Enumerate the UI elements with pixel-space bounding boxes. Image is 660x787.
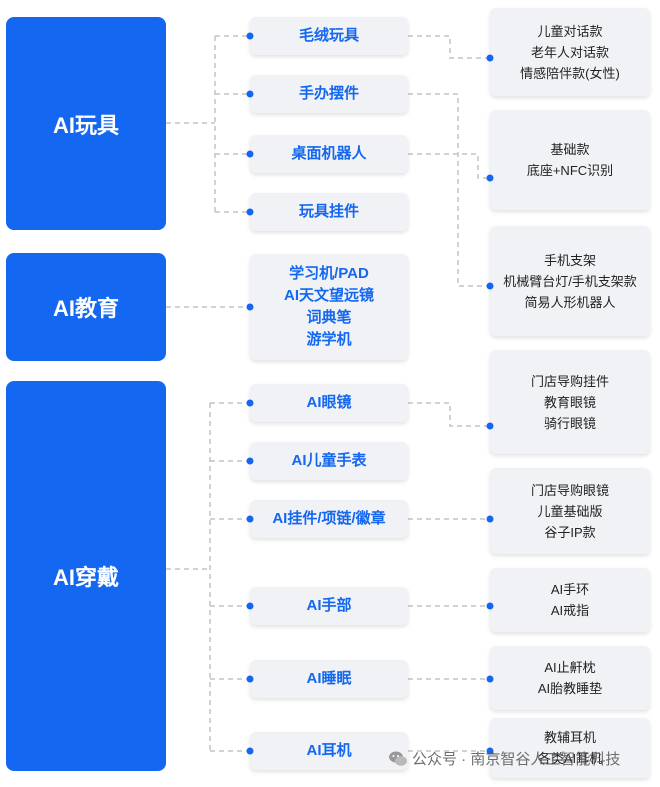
product-label: 手办摆件	[298, 85, 359, 102]
variant-ai-earphones: 教辅耳机 各类AI耳机	[490, 718, 650, 778]
variant-label: 机械臂台灯/手机支架款	[503, 273, 637, 289]
connector-dot	[246, 747, 254, 755]
variant-label: AI手环	[550, 582, 590, 597]
category-ai-education: AI教育	[6, 253, 166, 361]
variant-label: 老年人对话款	[530, 44, 609, 60]
variant-label: 情感陪伴款(女性)	[520, 65, 620, 81]
connector-dot	[246, 457, 254, 465]
product-label: 桌面机器人	[291, 145, 367, 162]
product-label: 玩具挂件	[298, 203, 359, 220]
product-education-devices: 学习机/PAD AI天文望远镜 词典笔 游学机	[250, 254, 408, 360]
connector-dot	[486, 515, 494, 523]
connector-dot	[486, 54, 494, 62]
variant-ai-sleep: AI止鼾枕 AI胎教睡垫	[490, 646, 650, 710]
variant-label: 各类AI耳机	[537, 751, 603, 766]
product-figurines: 手办摆件	[250, 75, 408, 113]
variant-label: 儿童基础版	[537, 503, 603, 519]
product-ai-hand: AI手部	[250, 587, 408, 625]
category-label: AI穿戴	[52, 565, 119, 590]
variant-label: 教辅耳机	[543, 730, 596, 745]
variant-label: AI胎教睡垫	[537, 681, 603, 696]
product-label: AI睡眠	[306, 670, 352, 687]
variant-ai-hand: AI手环 AI戒指	[490, 568, 650, 632]
watermark: 公众号 · 南京智谷人工智能科技	[388, 748, 620, 769]
variant-label: 简易人形机器人	[524, 294, 616, 310]
connector-dot	[486, 174, 494, 182]
product-label: AI挂件/项链/徽章	[272, 510, 386, 527]
variant-label: 骑行眼镜	[543, 415, 596, 431]
variant-label: 儿童对话款	[537, 23, 603, 39]
variant-pendant: 门店导购眼镜 儿童基础版 谷子IP款	[490, 468, 650, 554]
connector-dot	[246, 303, 254, 311]
connector-dot	[486, 422, 494, 430]
watermark-text: 公众号 · 南京智谷人工智能科技	[412, 751, 621, 768]
variant-label: 门店导购挂件	[530, 373, 609, 389]
product-label: AI儿童手表	[291, 452, 367, 469]
connector-dot	[246, 150, 254, 158]
product-label: AI耳机	[306, 742, 352, 759]
product-label: 游学机	[306, 331, 352, 348]
category-ai-wearables: AI穿戴	[6, 381, 166, 771]
variant-figurine: 基础款 底座+NFC识别	[490, 110, 650, 210]
product-label: 词典笔	[306, 309, 352, 326]
variant-plush: 儿童对话款 老年人对话款 情感陪伴款(女性)	[490, 8, 650, 96]
wechat-icon	[389, 751, 407, 766]
category-ai-toys: AI玩具	[6, 17, 166, 230]
connector-dot	[486, 282, 494, 290]
variant-label: AI止鼾枕	[544, 660, 596, 675]
product-label: 学习机/PAD	[289, 265, 369, 282]
product-ai-sleep: AI睡眠	[250, 660, 408, 698]
variant-label: AI戒指	[550, 603, 590, 618]
variant-label: 基础款	[550, 142, 590, 157]
connector-dot	[246, 675, 254, 683]
connector-dot	[246, 208, 254, 216]
product-label: AI眼镜	[306, 394, 352, 411]
product-toy-pendant: 玩具挂件	[250, 193, 408, 231]
connector-dot	[246, 32, 254, 40]
variant-label: 底座+NFC识别	[526, 163, 614, 178]
variant-label: 手机支架	[543, 252, 596, 268]
category-label: AI教育	[52, 296, 119, 321]
product-plush-toys: 毛绒玩具	[250, 17, 408, 55]
connector-dot	[486, 675, 494, 683]
product-ai-earphones: AI耳机	[250, 732, 408, 770]
variant-label: 教育眼镜	[543, 394, 596, 410]
variant-desktop-robot: 手机支架 机械臂台灯/手机支架款 简易人形机器人	[490, 226, 650, 336]
connector-dot	[246, 399, 254, 407]
category-label: AI玩具	[52, 112, 119, 138]
product-pendant-necklace-badge: AI挂件/项链/徽章	[250, 500, 408, 538]
product-desktop-robot: 桌面机器人	[250, 135, 408, 173]
connector-dot	[486, 747, 494, 755]
connector-dot	[246, 515, 254, 523]
product-label: AI天文望远镜	[283, 287, 374, 304]
variant-label: 门店导购眼镜	[530, 482, 609, 498]
product-kids-watch: AI儿童手表	[250, 442, 408, 480]
product-label: AI手部	[306, 597, 352, 614]
connector-dot	[246, 90, 254, 98]
product-label: 毛绒玩具	[298, 27, 359, 44]
connector-dot	[486, 602, 494, 610]
product-ai-glasses: AI眼镜	[250, 384, 408, 422]
connector-dot	[246, 602, 254, 610]
variant-label: 谷子IP款	[544, 524, 596, 540]
variant-ai-glasses: 门店导购挂件 教育眼镜 骑行眼镜	[490, 350, 650, 454]
